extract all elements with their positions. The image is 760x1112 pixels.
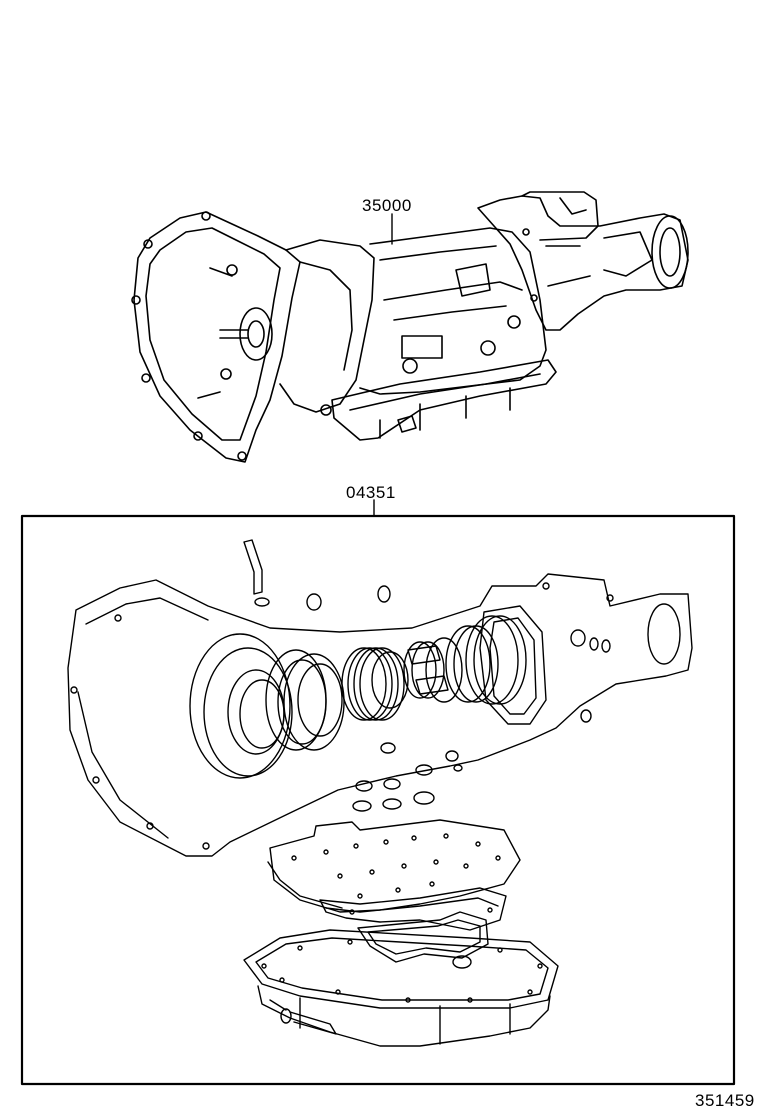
part-callout-35000: 35000	[362, 196, 412, 215]
gasket-kit-drawing	[67, 539, 693, 1047]
gasket-kit-frame	[20, 499, 736, 1086]
part-callout-04351: 04351	[346, 483, 396, 502]
transmission-assembly-drawing	[131, 191, 689, 463]
diagram-reference-number: 351459	[695, 1091, 755, 1110]
